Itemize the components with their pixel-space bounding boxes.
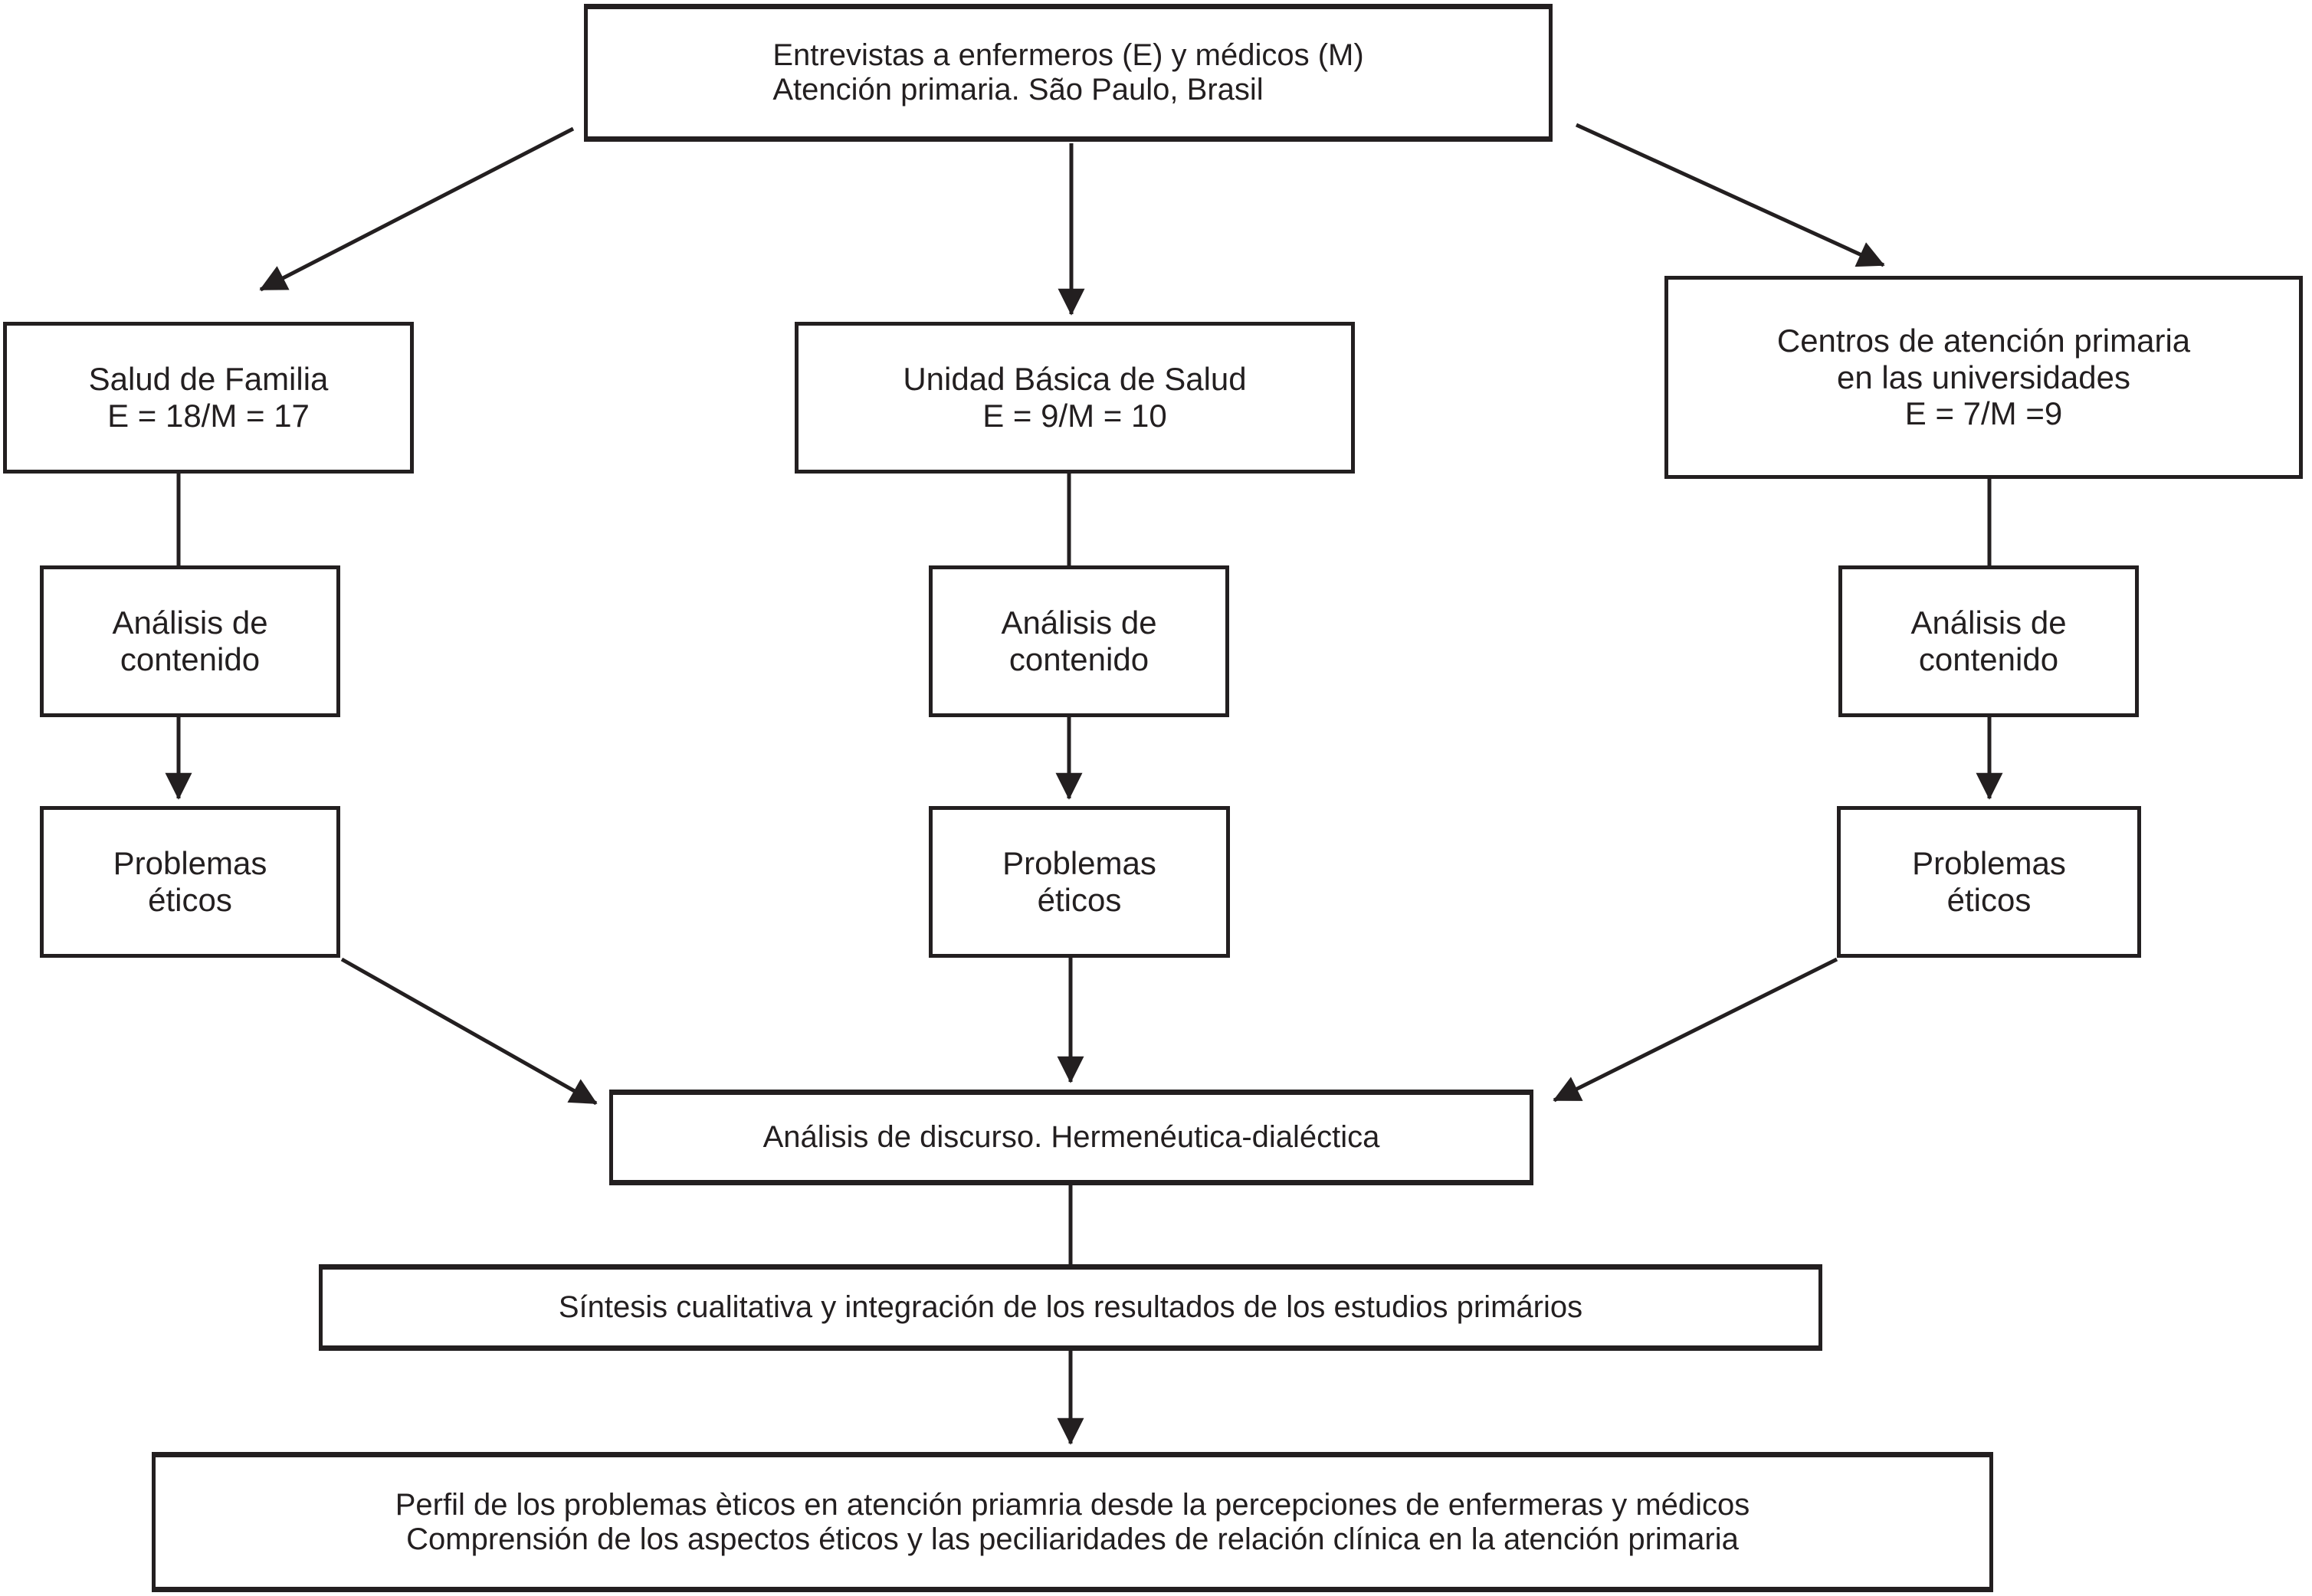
node-entrevistas-line2: Atención primaria. São Paulo, Brasil xyxy=(772,73,1264,107)
problemas-eticos-line1: Problemas xyxy=(1912,845,2066,882)
analisis-discurso-line1: Análisis de discurso. Hermenéutica-dialé… xyxy=(762,1120,1380,1155)
node-problemas-eticos-left: Problemas éticos xyxy=(40,806,340,958)
node-salud-de-familia: Salud de Familia E = 18/M = 17 xyxy=(3,322,414,474)
node-entrevistas: Entrevistas a enfermeros (E) y médicos (… xyxy=(584,4,1553,142)
perfil-line2: Comprensión de los aspectos éticos y las… xyxy=(406,1522,1739,1556)
node-centros-universidades: Centros de atención primaria en las univ… xyxy=(1664,276,2303,479)
node-centros-line3: E = 7/M =9 xyxy=(1904,395,2063,432)
node-analisis-contenido-right: Análisis de contenido xyxy=(1838,565,2139,717)
problemas-eticos-line2: éticos xyxy=(1037,882,1122,918)
analisis-contenido-line1: Análisis de xyxy=(112,605,268,641)
analisis-contenido-line2: contenido xyxy=(120,641,261,677)
node-unidad-line1: Unidad Básica de Salud xyxy=(903,361,1247,398)
problemas-eticos-line2: éticos xyxy=(1946,882,2032,918)
arrow-problemas-right-to-discurso xyxy=(1553,957,1838,1103)
arrow-top-to-salud xyxy=(259,126,575,292)
node-problemas-eticos-mid: Problemas éticos xyxy=(929,806,1230,958)
node-sintesis-cualitativa: Síntesis cualitativa y integración de lo… xyxy=(319,1264,1822,1351)
perfil-line1: Perfil de los problemas èticos en atenci… xyxy=(395,1487,1750,1522)
node-centros-line1: Centros de atención primaria xyxy=(1776,322,2191,359)
arrow-problemas-left-to-discurso xyxy=(340,957,598,1106)
sintesis-line1: Síntesis cualitativa y integración de lo… xyxy=(558,1290,1583,1325)
node-analisis-contenido-left: Análisis de contenido xyxy=(40,565,340,717)
problemas-eticos-line1: Problemas xyxy=(1002,845,1156,882)
analisis-contenido-line2: contenido xyxy=(1008,641,1149,677)
node-analisis-contenido-mid: Análisis de contenido xyxy=(929,565,1229,717)
node-centros-line2: en las universidades xyxy=(1837,359,2130,395)
node-salud-line2: E = 18/M = 17 xyxy=(107,398,310,434)
node-problemas-eticos-right: Problemas éticos xyxy=(1837,806,2141,958)
problemas-eticos-line2: éticos xyxy=(148,882,232,918)
node-perfil-conclusion: Perfil de los problemas èticos en atenci… xyxy=(152,1452,1993,1592)
node-unidad-line2: E = 9/M = 10 xyxy=(982,398,1167,434)
node-unidad-basica: Unidad Básica de Salud E = 9/M = 10 xyxy=(795,322,1355,474)
node-salud-line1: Salud de Familia xyxy=(88,361,329,398)
analisis-contenido-line1: Análisis de xyxy=(1910,605,2067,641)
analisis-contenido-line2: contenido xyxy=(1918,641,2059,677)
problemas-eticos-line1: Problemas xyxy=(113,845,267,882)
node-entrevistas-line1: Entrevistas a enfermeros (E) y médicos (… xyxy=(772,38,1364,73)
arrow-top-to-centros xyxy=(1575,123,1885,267)
node-analisis-discurso: Análisis de discurso. Hermenéutica-dialé… xyxy=(609,1090,1533,1185)
analisis-contenido-line1: Análisis de xyxy=(1001,605,1157,641)
